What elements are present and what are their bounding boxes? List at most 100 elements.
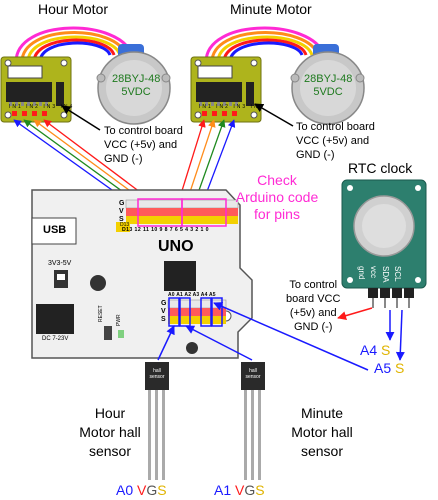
usb-label: USB	[43, 224, 67, 236]
hour-sensor-line-2: Motor hall	[79, 424, 141, 440]
rtc-a5-text: A5	[374, 360, 392, 376]
digital-row-labels: G V S	[119, 200, 124, 224]
minute-driver-pin-labels: IN1 IN2 IN3 IN4	[199, 104, 264, 110]
hour-sensor-wire	[157, 325, 175, 361]
minute-sensor-pins: A1 VGS	[214, 482, 265, 498]
minute-sensor-g: G	[244, 482, 256, 498]
rtc-power-note-3: (+5v) and	[289, 307, 337, 319]
hour-power-note-3: GND (-)	[104, 153, 143, 165]
rtc-power-note: To control board VCC (+5v) and GND (-)	[286, 278, 340, 334]
hour-driver-pin-labels: IN1 IN2 IN3 IN4	[9, 104, 74, 110]
rtc-power-arrow	[337, 307, 373, 321]
rtc-a5-s: S	[395, 360, 405, 376]
hour-power-note: To control board VCC (+5v) and GND (-)	[104, 124, 183, 166]
uno-label: UNO	[158, 238, 194, 255]
minute-motor-model: 28BYJ-48 5VDC	[304, 73, 352, 99]
hour-sensor-label: Hour Motor hall sensor	[62, 404, 158, 461]
hour-sensor-line-3: sensor	[88, 443, 132, 459]
digital-row-g: G	[119, 200, 125, 207]
minute-motor-voltage-text: 5VDC	[313, 86, 343, 98]
rtc-header	[368, 288, 414, 308]
hour-hall-chip-label: hall sensor	[149, 368, 165, 380]
minute-sensor-v: V	[235, 482, 245, 498]
rtc-pin-vcc: vcc	[369, 266, 378, 278]
digital-row-s: S	[119, 216, 124, 223]
minute-power-note-1: To control board	[296, 121, 375, 133]
hour-power-note-1: To control board	[104, 125, 183, 137]
minute-driver-leds	[202, 111, 237, 116]
dc-jack	[36, 304, 74, 334]
minute-driver-chip	[196, 82, 242, 102]
check-line-2: Arduino code	[235, 189, 319, 205]
minute-sensor-s: S	[255, 482, 265, 498]
hour-in3: IN3	[43, 104, 58, 110]
hour-hall-chip	[145, 362, 169, 390]
minute-motor-title: Minute Motor	[230, 1, 312, 17]
hour-driver-leds	[12, 111, 47, 116]
reset-label: RESET	[98, 305, 104, 322]
hour-sensor-v: V	[137, 482, 147, 498]
rtc-power-note-1: To control	[289, 279, 338, 291]
analog-row-labels: G V S	[161, 300, 166, 324]
minute-in2: IN2	[216, 104, 230, 110]
mcu-chip	[164, 261, 196, 291]
minute-hall-sensor	[241, 362, 265, 480]
minute-in3: IN3	[233, 104, 248, 110]
hour-motor-title: Hour Motor	[38, 1, 109, 17]
minute-hall-chip	[241, 362, 265, 390]
rtc-pin-gnd: gnd	[357, 266, 366, 280]
hour-power-arrow	[61, 105, 101, 131]
a1-highlight	[179, 297, 191, 327]
digital-header	[125, 198, 239, 227]
minute-power-note-3: GND (-)	[296, 149, 335, 161]
hour-sensor-g: G	[146, 482, 158, 498]
hour-motor-model-text: 28BYJ-48	[112, 73, 161, 85]
rtc-module	[341, 179, 427, 308]
minute-power-note: To control board VCC (+5v) and GND (-)	[296, 120, 375, 162]
hour-in1: IN1	[9, 104, 23, 110]
reset-button	[104, 326, 112, 340]
rtc-pin-scl: SCL	[393, 266, 402, 282]
hour-sensor-line-1: Hour	[94, 405, 126, 421]
rtc-i2c-to-board-wire	[213, 302, 369, 371]
uno-board	[31, 189, 253, 359]
hour-sensor-a0: A0	[116, 482, 134, 498]
check-line-3: for pins	[254, 206, 300, 222]
minute-sensor-line-1: Minute	[300, 405, 344, 421]
hour-in4: IN4	[60, 104, 75, 110]
analog-row-g: G	[161, 300, 167, 307]
digital-pin-numbers: D13 12 11 10 9 8 7 6 5 4 3 2 1 0	[122, 227, 209, 233]
analog-row-s: S	[161, 316, 166, 323]
hour-sensor-pins: A0 VGS	[116, 482, 167, 498]
minute-sensor-wire	[185, 325, 253, 361]
minute-motor-cable	[204, 26, 326, 63]
hour-motor-assembly	[0, 26, 171, 125]
hour-in2: IN2	[26, 104, 40, 110]
minute-power-arrow	[254, 103, 294, 127]
dc-jack-label: DC 7-23V	[42, 336, 69, 342]
minute-power-note-2: VCC (+5v) and	[296, 135, 370, 147]
volt-switch-label: 3V3-5V	[48, 260, 72, 267]
rtc-scl-wire	[395, 309, 405, 361]
minute-sensor-line-2: Motor hall	[291, 424, 353, 440]
analog-pin-numbers: A0 A1 A2 A3 A4 A5	[168, 292, 216, 298]
rtc-power-note-4: GND (-)	[293, 321, 333, 333]
rtc-a4-s: S	[381, 342, 391, 358]
minute-sensor-line-3: sensor	[300, 443, 344, 459]
digital-row-v: V	[119, 208, 124, 215]
rtc-a5-label: A0 A1 A2 A3 A4 A5 A5 S	[374, 360, 404, 376]
hour-hall-sensor	[145, 362, 169, 480]
minute-motor-model-text: 28BYJ-48	[304, 73, 353, 85]
hour-motor-model: 28BYJ-48 5VDC	[112, 73, 160, 99]
check-code-note: Check Arduino code for pins	[222, 172, 332, 223]
check-line-1: Check	[257, 172, 297, 188]
rtc-a4-label: A4 S	[360, 342, 390, 358]
minute-sensor-label: Minute Motor hall sensor	[272, 404, 372, 461]
minute-in1: IN1	[199, 104, 213, 110]
minute-motor-assembly	[190, 26, 365, 125]
a5-highlight	[211, 297, 223, 327]
minute-in4: IN4	[250, 104, 265, 110]
rtc-power-note-2: board VCC	[286, 293, 341, 305]
minute-sensor-a1: A1	[214, 482, 232, 498]
